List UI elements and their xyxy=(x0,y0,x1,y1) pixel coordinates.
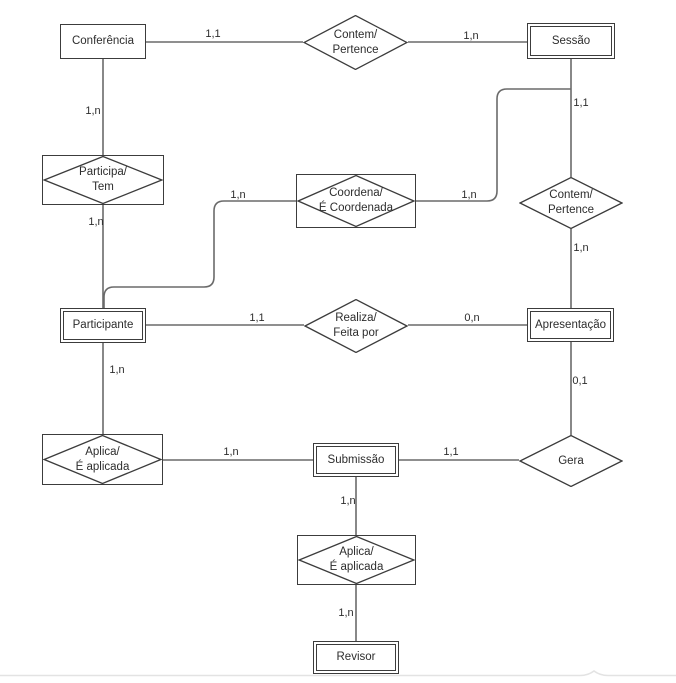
entity-participante-label: Participante xyxy=(72,319,134,331)
relationship-aplica-left-label: Aplica/ É aplicada xyxy=(75,445,130,473)
cardinality-submissao-aplica: 1,n xyxy=(340,495,356,507)
relationship-aplica-bottom[interactable]: Aplica/ É aplicada xyxy=(297,535,416,585)
cardinality-realiza-right: 0,n xyxy=(464,312,480,324)
canvas-edge xyxy=(0,670,676,677)
relationship-realiza[interactable]: Realiza/ Feita por xyxy=(304,299,408,353)
connector-coordena-participante xyxy=(103,200,296,308)
entity-apresentacao[interactable]: Apresentação xyxy=(527,308,614,342)
cardinality-conf-contem: 1,1 xyxy=(205,28,221,40)
entity-submissao-label: Submissão xyxy=(327,453,385,466)
relationship-contem-pertence-top[interactable]: Contem/ Pertence xyxy=(303,15,408,70)
relationship-contem-pertence-top-label: Contem/ Pertence xyxy=(332,28,379,56)
relationship-participa-tem[interactable]: Participa/ Tem xyxy=(42,155,164,205)
connector-coordena-sessao xyxy=(416,88,571,202)
cardinality-participante-aplica: 1,n xyxy=(109,364,125,376)
entity-revisor-label: Revisor xyxy=(336,651,376,663)
entity-sessao[interactable]: Sessão xyxy=(527,23,615,59)
entity-participante[interactable]: Participante xyxy=(60,308,146,343)
diamond-shape-icon xyxy=(303,15,408,70)
relationship-aplica-left[interactable]: Aplica/ É aplicada xyxy=(42,434,163,485)
diamond-shape-icon xyxy=(43,156,163,204)
relationship-gera-label: Gera xyxy=(558,454,584,467)
relationship-participa-tem-label: Participa/ Tem xyxy=(79,166,127,193)
cardinality-apresentacao-gera: 0,1 xyxy=(572,375,588,387)
cardinality-coordena-left: 1,n xyxy=(230,189,246,201)
relationship-coordena-label: Coordena/ É Coordenada xyxy=(318,187,394,214)
diamond-shape-icon xyxy=(519,435,623,487)
diamond-shape-icon xyxy=(43,435,162,484)
relationship-contem-pertence-right[interactable]: Contem/ Pertence xyxy=(519,177,623,229)
entity-conferencia[interactable]: Conferência xyxy=(60,24,146,59)
relationship-aplica-bottom-label: Aplica/ É aplicada xyxy=(329,546,384,573)
cardinality-participa-participante: 1,n xyxy=(88,216,104,228)
relationship-realiza-label: Realiza/ Feita por xyxy=(333,312,379,339)
cardinality-realiza-left: 1,1 xyxy=(249,312,265,324)
relationship-contem-pertence-right-label: Contem/ Pertence xyxy=(547,189,595,216)
cardinality-aplica-submissao: 1,n xyxy=(223,446,239,458)
cardinality-aplica-revisor: 1,n xyxy=(338,607,354,619)
relationship-coordena[interactable]: Coordena/ É Coordenada xyxy=(296,174,416,228)
diamond-shape-icon xyxy=(304,299,408,353)
diamond-shape-icon xyxy=(297,175,415,227)
cardinality-gera-submissao: 1,1 xyxy=(443,446,459,458)
entity-revisor[interactable]: Revisor xyxy=(313,641,399,674)
cardinality-contem-apresentacao: 1,n xyxy=(573,242,589,254)
entity-submissao[interactable]: Submissão xyxy=(313,443,399,477)
entity-sessao-label: Sessão xyxy=(551,34,591,47)
cardinality-conf-participa: 1,n xyxy=(85,105,101,117)
diamond-shape-icon xyxy=(519,177,623,229)
cardinality-sessao-contem: 1,1 xyxy=(573,97,589,109)
entity-apresentacao-label: Apresentação xyxy=(535,318,606,331)
cardinality-contem-sessao: 1,n xyxy=(463,30,479,42)
entity-conferencia-label: Conferência xyxy=(71,35,134,47)
relationship-gera[interactable]: Gera xyxy=(519,435,623,487)
cardinality-coordena-right: 1,n xyxy=(461,189,477,201)
diamond-shape-icon xyxy=(298,536,415,584)
